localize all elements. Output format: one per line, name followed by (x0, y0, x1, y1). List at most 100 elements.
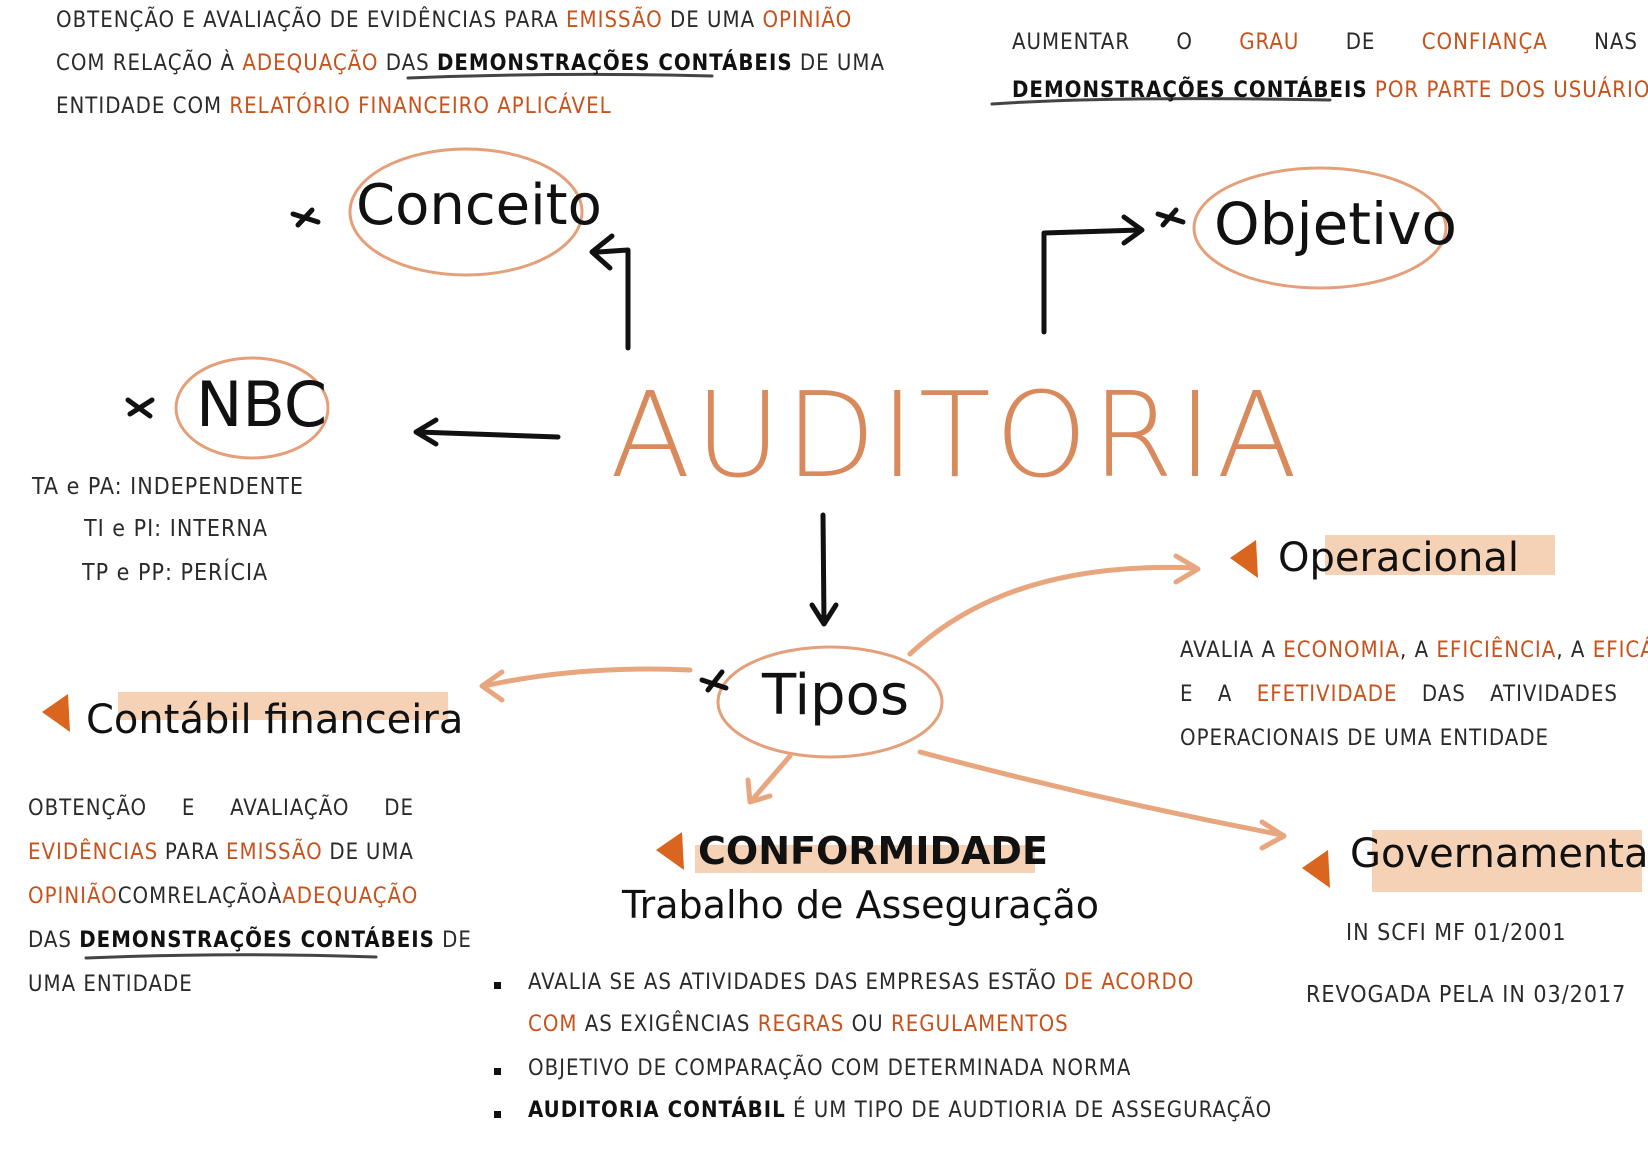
heading-governamental: Governamental (1350, 831, 1648, 877)
conformidade-bullet-1-line-1: AVALIA SE AS ATIVIDADES DAS EMPRESAS EST… (528, 972, 1194, 994)
concept-text: DE UMA (662, 8, 763, 33)
contabil-text: DE (434, 928, 472, 953)
contabil-word: DE (384, 796, 414, 821)
contabil-keyword: OPINIÃO (28, 884, 118, 909)
heading-nbc: NBC (196, 368, 328, 441)
objective-text-line-1: AUMENTAR O GRAU DE CONFIANÇA NAS (1012, 32, 1638, 54)
nbc-line: TP e PP: PERÍCIA (82, 560, 269, 586)
conformidade-subheading: Trabalho de Asseguração (622, 883, 1100, 927)
operacional-line-3: OPERACIONAIS DE UMA ENTIDADE (1180, 726, 1550, 751)
bullet (494, 1068, 501, 1075)
bullet (494, 1111, 501, 1118)
star-nbc (125, 397, 155, 419)
contabil-keyword: EVIDÊNCIAS (28, 840, 159, 865)
ellipse-objetivo (1192, 166, 1448, 290)
ellipse-tipos (716, 645, 944, 759)
arrow-tipos (820, 512, 827, 625)
underline-contabil (84, 953, 378, 960)
conformidade-keyword: DE ACORDO (1064, 970, 1195, 995)
conformidade-bullet-1-line-2: COM AS EXIGÊNCIAS REGRAS OU REGULAMENTOS (528, 1014, 1069, 1036)
operacional-line-1: AVALIA A ECONOMIA, A EFICIÊNCIA, A EFICÁ… (1180, 640, 1648, 662)
star-tipos (699, 669, 729, 693)
concept-keyword: RELATÓRIO FINANCEIRO APLICÁVEL (229, 94, 612, 119)
heading-operacional: Operacional (1278, 535, 1519, 581)
underline-objective (990, 97, 1332, 106)
operacional-word: DAS (1421, 682, 1466, 707)
marker-contabil (42, 694, 70, 732)
contabil-text: DAS (28, 928, 80, 953)
contabil-word: E (181, 796, 196, 821)
nbc-line: TA e PA: INDEPENDENTE (32, 474, 304, 500)
operacional-word: ATIVIDADES (1490, 682, 1618, 707)
objective-keyword: POR PARTE DOS USUÁRIOS (1367, 78, 1648, 103)
governamental-line-1: IN SCFI MF 01/2001 (1346, 920, 1567, 946)
contabil-word: UMA (365, 840, 414, 865)
concept-text: COM RELAÇÃO À (56, 51, 243, 76)
conformidade-keyword: AUDITORIA CONTÁBIL (528, 1098, 786, 1123)
contabil-word: AVALIAÇÃO (230, 796, 350, 821)
highlight-contabil (118, 692, 448, 720)
concept-text-line-1: OBTENÇÃO E AVALIAÇÃO DE EVIDÊNCIAS PARA … (56, 10, 852, 32)
operacional-text: AVALIA A (1180, 638, 1284, 663)
objective-keyword: CONFIANÇA (1421, 30, 1548, 55)
concept-text: OBTENÇÃO E AVALIAÇÃO DE EVIDÊNCIAS PARA (56, 8, 567, 33)
heading-contabil-financeira: Contábil financeira (86, 697, 464, 743)
main-title: AUDITORIA (610, 366, 1302, 504)
concept-text-line-2: COM RELAÇÃO À ADEQUAÇÃO DAS DEMONSTRAÇÕE… (56, 53, 885, 75)
conformidade-text: OU (844, 1012, 891, 1037)
arrow-conceito (595, 247, 631, 351)
heading-tipos: Tipos (762, 663, 910, 728)
arrow-contabil (481, 666, 693, 689)
concept-text-line-3: ENTIDADE COM RELATÓRIO FINANCEIRO APLICÁ… (56, 96, 612, 118)
ellipse-conceito (348, 147, 584, 277)
arrow-nbc (415, 429, 561, 440)
heading-objetivo: Objetivo (1214, 190, 1457, 258)
concept-keyword: EMISSÃO (566, 8, 663, 33)
objective-word: O (1176, 30, 1193, 55)
contabil-word: DE (329, 840, 360, 865)
contabil-word: PARA (164, 840, 220, 865)
highlight-governamental (1372, 830, 1642, 892)
contabil-line-2: EVIDÊNCIAS PARA EMISSÃO DE UMA (28, 842, 414, 864)
operacional-text: , A (1556, 638, 1593, 663)
objective-word: DE (1345, 30, 1376, 55)
concept-keyword: ADEQUAÇÃO (242, 51, 379, 76)
marker-governamental (1302, 850, 1330, 888)
operacional-keyword: EFICIÊNCIA (1436, 638, 1557, 663)
conformidade-keyword: REGULAMENTOS (890, 1012, 1069, 1037)
highlight-operacional (1325, 535, 1555, 575)
nbc-line: TI e PI: INTERNA (84, 516, 269, 542)
highlight-conformidade (695, 845, 1035, 873)
conformidade-text: AS EXIGÊNCIAS (577, 1012, 758, 1037)
contabil-word: À (267, 884, 283, 909)
arrow-objetivo (1041, 227, 1143, 335)
star-conceito (290, 207, 321, 228)
objective-keyword-underlined: DEMONSTRAÇÕES CONTÁBEIS (1012, 78, 1368, 103)
concept-keyword-underlined: DEMONSTRAÇÕES CONTÁBEIS (436, 51, 793, 76)
contabil-word: COM (117, 884, 168, 909)
operacional-text: , A (1400, 638, 1437, 663)
conformidade-bullet-2: OBJETIVO DE COMPARAÇÃO COM DETERMINADA N… (528, 1056, 1132, 1081)
objective-keyword: GRAU (1239, 30, 1300, 55)
bullet (494, 982, 501, 989)
operacional-line-2: E A EFETIVIDADE DAS ATIVIDADES (1180, 684, 1618, 706)
star-objetivo (1155, 207, 1186, 228)
marker-operacional (1230, 540, 1258, 578)
conformidade-keyword: COM (528, 1012, 578, 1037)
contabil-keyword: EMISSÃO (226, 840, 323, 865)
contabil-line-4: DAS DEMONSTRAÇÕES CONTÁBEIS DE (28, 930, 472, 952)
operacional-word: E (1180, 682, 1194, 707)
contabil-line-5: UMA ENTIDADE (28, 972, 193, 997)
arrow-governamental (917, 749, 1285, 838)
governamental-line-2: REVOGADA PELA IN 03/2017 (1306, 982, 1627, 1008)
objective-word: NAS (1594, 30, 1638, 55)
concept-text: DAS (378, 51, 437, 76)
operacional-keyword: EFICÁCIA (1592, 638, 1648, 663)
contabil-word: OBTENÇÃO (28, 796, 148, 821)
conformidade-text: AVALIA SE AS ATIVIDADES DAS EMPRESAS EST… (528, 970, 1065, 995)
contabil-line-1: OBTENÇÃO E AVALIAÇÃO DE (28, 798, 414, 820)
heading-conformidade: CONFORMIDADE (698, 829, 1048, 873)
objective-text-line-2: DEMONSTRAÇÕES CONTÁBEIS POR PARTE DOS US… (1012, 80, 1648, 102)
marker-conformidade (656, 832, 684, 870)
